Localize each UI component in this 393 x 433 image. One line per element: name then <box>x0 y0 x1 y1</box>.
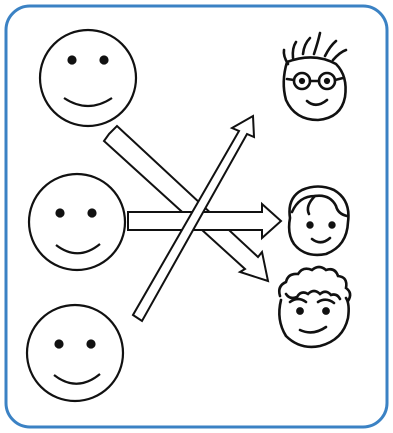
smiley-face-icon <box>27 305 123 401</box>
face-with-bangs-icon <box>289 187 348 255</box>
smiley-face-icon <box>40 30 136 126</box>
smiley-face-icon <box>29 174 125 270</box>
arrow-top-to-curly <box>104 126 268 281</box>
face-with-curly-hair-icon <box>279 267 350 347</box>
face-with-glasses-icon <box>284 33 346 120</box>
